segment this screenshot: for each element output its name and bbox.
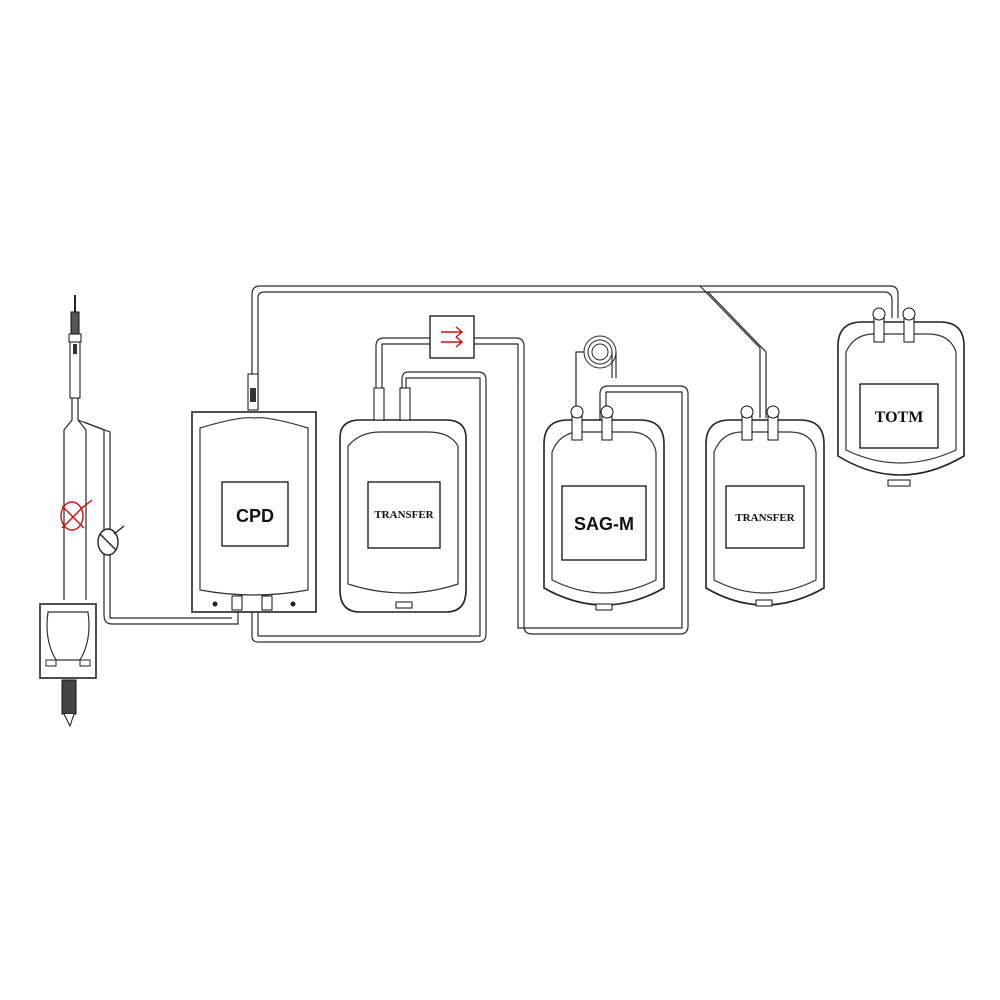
transfer-1-label: TRANSFER <box>374 509 434 521</box>
totm-label: TOTM <box>875 409 924 426</box>
transfer-bag-1: TRANSFER <box>339 387 467 613</box>
sagm-bag: SAG-M <box>543 405 665 611</box>
cpd-label: CPD <box>236 506 274 526</box>
sample-pouch <box>39 603 97 728</box>
tube-coil <box>583 335 617 369</box>
filter-unit <box>429 315 475 359</box>
donor-line <box>63 398 73 600</box>
sample-holder-icon <box>61 679 77 715</box>
needle-icon <box>70 311 80 335</box>
needle-assembly <box>68 295 82 399</box>
cpd-outlet-tube <box>251 371 487 643</box>
transfer-1-label-box <box>367 481 441 549</box>
cpd-bag: CPD <box>191 373 317 613</box>
sagm-label-box <box>561 485 647 561</box>
clamp-closed-icon <box>60 499 93 531</box>
transfer-bag-2: TRANSFER <box>705 405 825 607</box>
cpd-label-box <box>221 481 289 547</box>
totm-bag: TOTM <box>837 307 965 487</box>
transfer-2-label-box <box>725 485 805 549</box>
clamp-open-icon <box>97 525 125 556</box>
filter-arrows-icon <box>441 326 464 348</box>
transfer-2-label: TRANSFER <box>735 512 795 524</box>
sagm-label: SAG-M <box>574 514 634 534</box>
top-tube <box>251 285 899 410</box>
branch-tube <box>699 285 761 418</box>
filter-tube <box>375 337 430 420</box>
totm-label-box <box>859 383 939 449</box>
